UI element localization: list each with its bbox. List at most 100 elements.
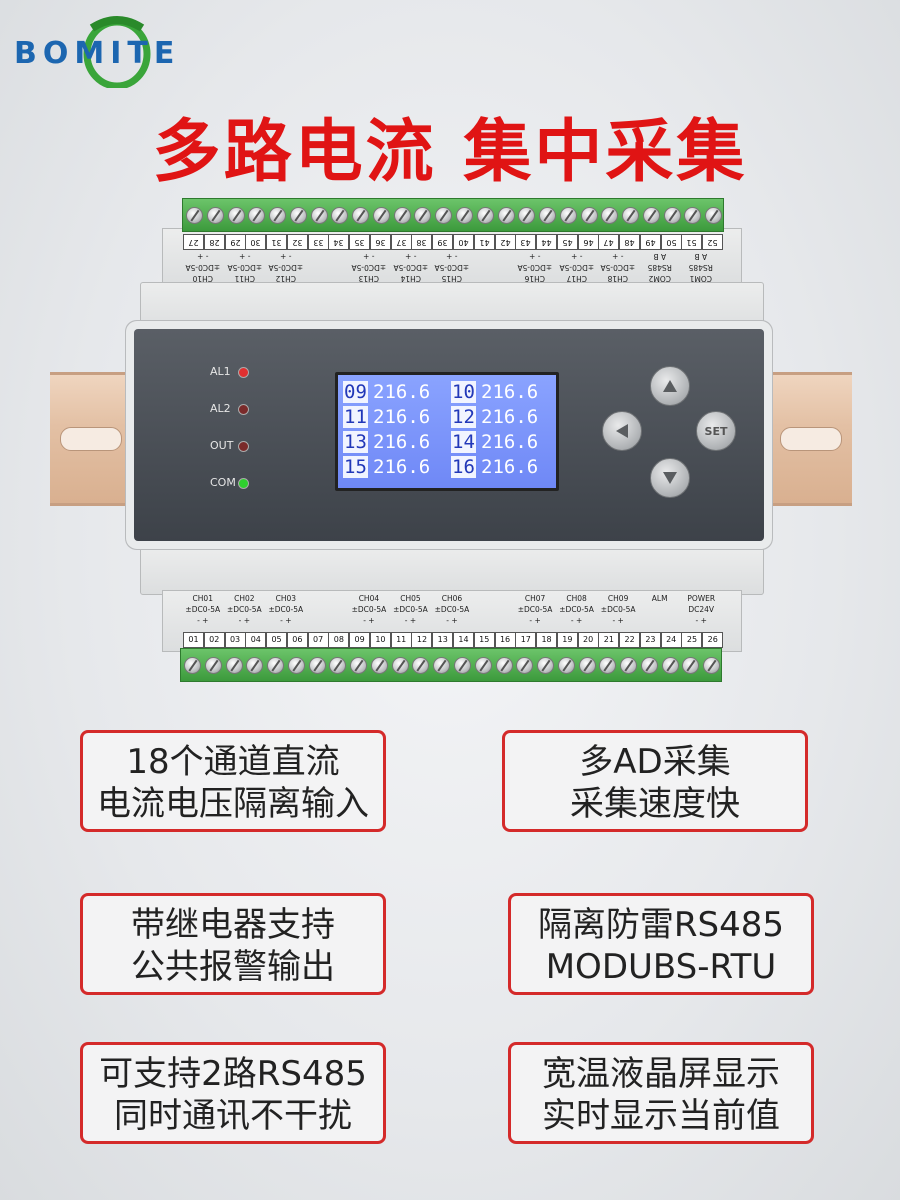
- channel-label: CH16: [524, 274, 546, 283]
- headline: 多路电流 集中采集: [152, 113, 748, 192]
- terminal-number: 50: [660, 234, 682, 250]
- terminal-number: 28: [203, 234, 225, 250]
- lcd-channel: 10: [451, 381, 476, 403]
- feature-box: 可支持2路RS485 同时通讯不干扰: [80, 1042, 386, 1144]
- channel-label: - +: [404, 252, 417, 261]
- terminal-number: 29: [224, 234, 246, 250]
- lcd-value: 216.6: [373, 456, 431, 478]
- channel-label: CH11: [234, 274, 255, 283]
- lcd-value: 216.6: [481, 406, 539, 428]
- channel-label: ±DC0-5A: [351, 605, 387, 614]
- terminal-number: 07: [307, 632, 329, 648]
- terminal-screw-icon: [227, 207, 245, 224]
- terminal-screw-icon: [684, 207, 702, 224]
- logo-ring-icon: [83, 16, 151, 88]
- terminal-screw-icon: [454, 657, 471, 674]
- channel-label: ±DC0-5A: [600, 263, 636, 272]
- terminal-screw-icon: [557, 657, 575, 674]
- terminal-screw-icon: [370, 657, 388, 674]
- feature-box: 18个通道直流 电流电压隔离输入: [80, 730, 386, 832]
- feature-line: 同时通讯不干扰: [114, 1096, 352, 1136]
- terminal-screw-icon: [433, 657, 451, 674]
- terminal-number: 15: [473, 632, 495, 648]
- terminal-screw-icon: [559, 207, 577, 224]
- channel-label: - +: [238, 616, 250, 625]
- terminal-number: 40: [453, 234, 474, 250]
- channel-label: - +: [529, 252, 541, 261]
- terminal-screw-icon: [372, 207, 390, 224]
- channel-label: - +: [570, 252, 583, 261]
- left-button[interactable]: [602, 411, 642, 451]
- bottom-housing-shoulder: [140, 545, 764, 595]
- terminal-number: 52: [702, 234, 724, 250]
- feature-line: 18个通道直流: [126, 742, 340, 782]
- terminal-number: 21: [598, 632, 620, 648]
- lcd-value: 216.6: [373, 406, 431, 428]
- feature-line: 多AD采集: [579, 742, 731, 782]
- channel-label: DC24V: [688, 605, 715, 614]
- channel-label: - +: [280, 252, 292, 261]
- terminal-number: 14: [453, 632, 474, 648]
- terminal-number: 43: [515, 234, 537, 250]
- channel-label: CH08: [566, 594, 587, 603]
- terminal-screw-icon: [246, 657, 264, 674]
- terminal-number: 41: [473, 234, 495, 250]
- feature-box: 带继电器支持 公共报警输出: [80, 893, 386, 995]
- status-led-icon: [238, 367, 249, 378]
- terminal-number: 35: [349, 234, 371, 250]
- set-button-label: SET: [704, 424, 728, 438]
- lcd-value: 216.6: [481, 456, 539, 478]
- terminal-number: 06: [286, 632, 308, 648]
- channel-label: ±DC0-5A: [517, 605, 553, 614]
- terminal-screw-icon: [350, 657, 368, 674]
- terminal-number: 09: [349, 632, 371, 648]
- channel-label: COM1: [690, 274, 713, 283]
- terminal-number: 01: [183, 632, 204, 648]
- terminal-screw-icon: [269, 207, 287, 224]
- terminal-screw-icon: [682, 657, 700, 674]
- feature-line: 实时显示当前值: [542, 1096, 780, 1136]
- channel-label: CH04: [358, 594, 380, 603]
- channel-label: ±DC0-5A: [185, 605, 221, 614]
- channel-label: CH12: [275, 274, 297, 283]
- channel-label: ±DC0-5A: [268, 605, 304, 614]
- channel-label: COM2: [648, 274, 671, 283]
- terminal-number: 46: [577, 234, 599, 250]
- channel-label: CH05: [400, 594, 421, 603]
- set-button[interactable]: SET: [696, 411, 736, 451]
- terminal-number: 16: [494, 632, 516, 648]
- down-button[interactable]: [650, 458, 690, 498]
- channel-label: ±DC0-5A: [434, 605, 470, 614]
- feature-box: 多AD采集 采集速度快: [502, 730, 808, 832]
- bottom-terminal-labels: CH01±DC0-5A- +CH02±DC0-5A- +CH03±DC0-5A-…: [182, 592, 724, 650]
- channel-label: CH03: [275, 594, 297, 603]
- terminal-number: 48: [619, 234, 641, 250]
- terminal-number: 05: [266, 632, 288, 648]
- channel-label: ±DC0-5A: [226, 605, 262, 614]
- terminal-number: 20: [577, 632, 599, 648]
- terminal-number: 39: [432, 234, 454, 250]
- lcd-value: 216.6: [373, 431, 431, 453]
- feature-line: 采集速度快: [570, 784, 740, 824]
- terminal-screw-icon: [661, 657, 679, 674]
- channel-label: ±DC0-5A: [600, 605, 636, 614]
- channel-label: POWER: [687, 594, 716, 603]
- up-button[interactable]: [650, 366, 690, 406]
- terminal-number: 02: [203, 632, 225, 648]
- terminal-number: 44: [536, 234, 558, 250]
- lcd-value: 216.6: [481, 381, 539, 403]
- terminal-screw-icon: [206, 207, 224, 224]
- terminal-screw-icon: [663, 207, 681, 224]
- terminal-number: 10: [369, 632, 391, 648]
- terminal-screw-icon: [495, 657, 513, 674]
- rail-slot: [60, 427, 122, 451]
- channel-label: CH09: [607, 594, 629, 603]
- channel-label: ±DC0-5A: [351, 263, 387, 272]
- terminal-number: 38: [411, 234, 433, 250]
- led-label: AL2: [210, 402, 231, 415]
- terminal-number: 22: [619, 632, 641, 648]
- status-led-icon: [238, 478, 249, 489]
- terminal-number: 45: [556, 234, 578, 250]
